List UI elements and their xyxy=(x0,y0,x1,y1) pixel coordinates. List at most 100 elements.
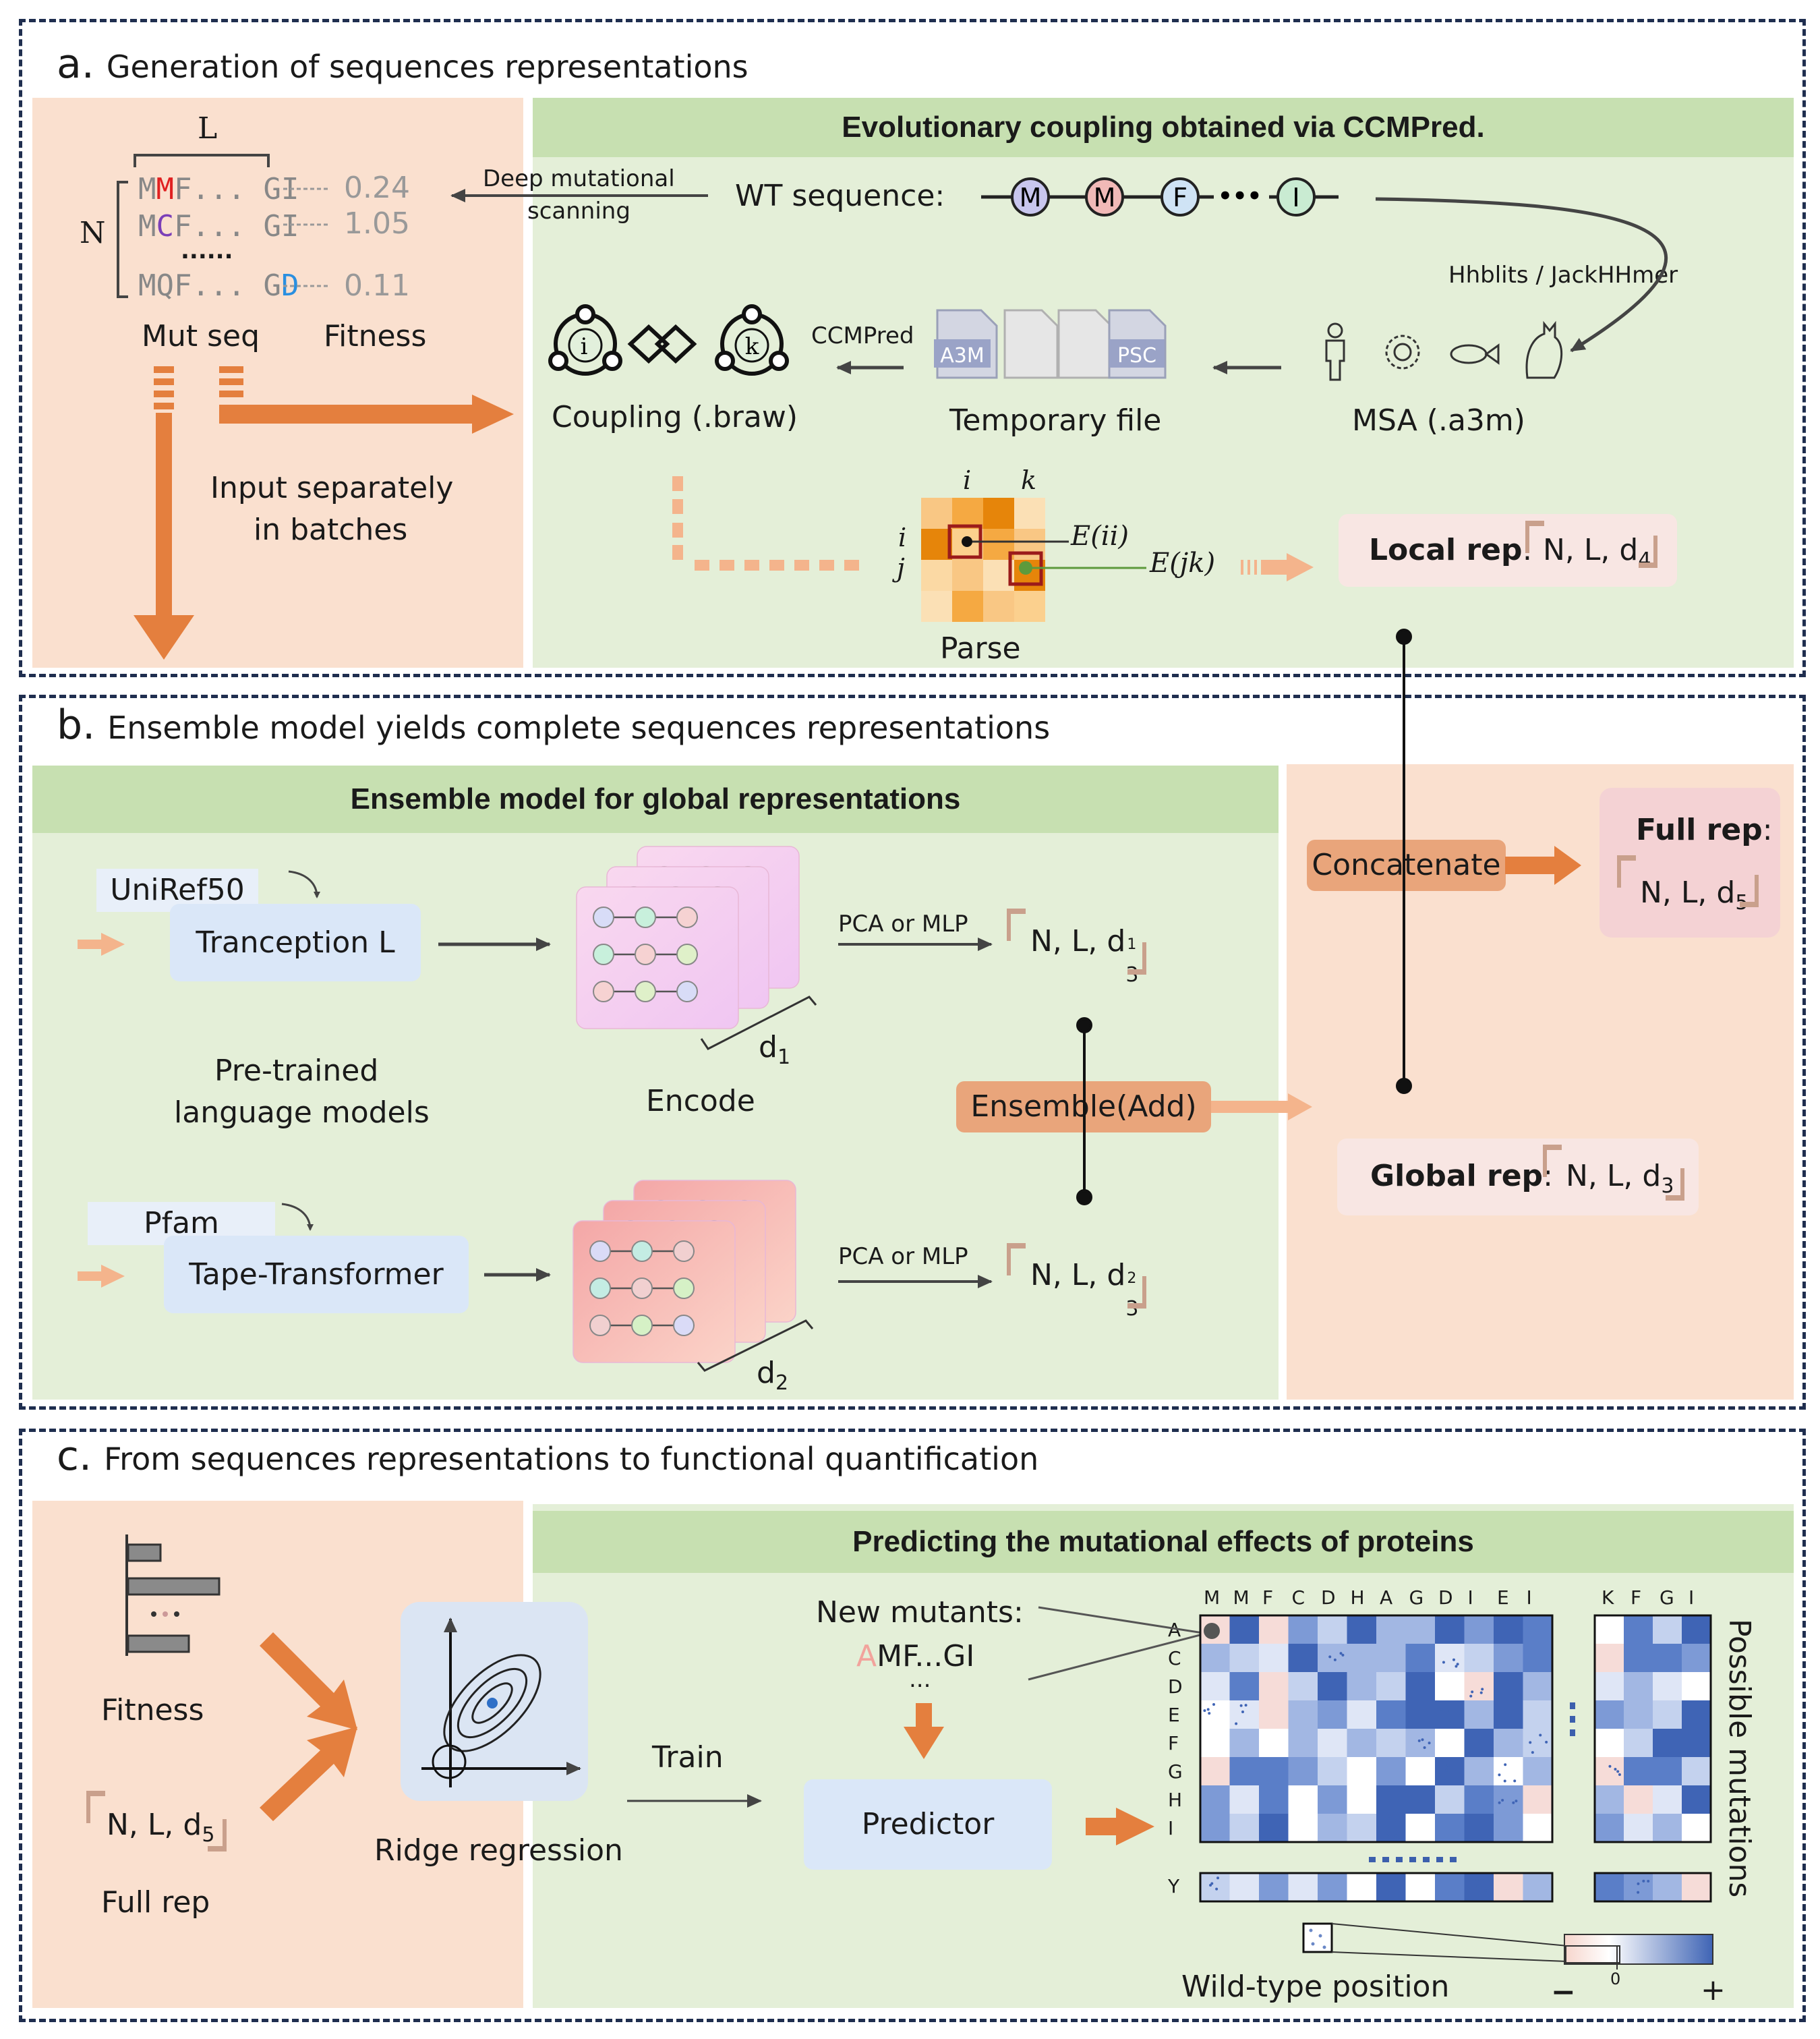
scale-plus: + xyxy=(1701,1973,1726,2007)
heatmap-cell xyxy=(1405,1615,1435,1644)
train-label: Train xyxy=(652,1740,724,1775)
bracket-corner xyxy=(1127,942,1146,975)
fitness-value-1: 0.24 xyxy=(344,171,410,205)
heatmap-cell xyxy=(1347,1700,1376,1729)
heatmap-cell xyxy=(1624,1785,1653,1814)
heatmap-cell xyxy=(1523,1785,1552,1814)
wt-node-m2-label: M xyxy=(1094,183,1116,212)
heatmap-cell xyxy=(1595,1757,1624,1785)
heatmap-cell xyxy=(1376,1785,1406,1814)
wt-sequence-label: WT sequence: xyxy=(735,179,945,213)
heatmap-cell xyxy=(1405,1700,1435,1729)
ensemble-to-global-arrow xyxy=(1211,1093,1312,1120)
length-label: L xyxy=(198,111,218,146)
heatmap-cell xyxy=(1494,1785,1523,1814)
encoding-node xyxy=(593,981,614,1002)
wild-type-dot xyxy=(1445,1769,1448,1772)
mutant-to-predictor-arrow xyxy=(904,1703,944,1759)
heatmap-gap-dots xyxy=(1369,1702,1575,1862)
panel-a-header: Evolutionary coupling obtained via CCMPr… xyxy=(533,98,1794,157)
bracket-corner xyxy=(1525,521,1544,553)
heatmap-cell xyxy=(1624,1729,1653,1757)
coupling-icon xyxy=(548,304,789,376)
dimension-bracket-icons xyxy=(86,521,1759,1851)
heatmap-cell xyxy=(1347,1729,1376,1757)
parse-cell xyxy=(921,591,952,622)
ridge-regression-label: Ridge regression xyxy=(374,1833,623,1868)
pca-label-1: PCA or MLP xyxy=(838,911,968,938)
wt-node-m1-label: M xyxy=(1020,183,1042,212)
heatmap-cell xyxy=(1624,1672,1653,1700)
heatmap-cell xyxy=(1653,1615,1682,1644)
heatmap-col-label: I xyxy=(1526,1586,1532,1609)
heatmap-cell xyxy=(1259,1814,1289,1842)
input-arrow-tranception xyxy=(78,933,125,956)
encoding-node xyxy=(631,1240,653,1262)
wild-type-dot xyxy=(1637,1882,1640,1885)
heatmap-cell xyxy=(1259,1729,1289,1757)
wt-node-f xyxy=(1161,177,1200,217)
wild-type-dot xyxy=(1446,1709,1449,1713)
wild-type-dot xyxy=(1209,1884,1212,1887)
parse-cell xyxy=(921,529,952,560)
heatmap-cell xyxy=(1435,1785,1465,1814)
wild-type-dot xyxy=(1421,1738,1424,1742)
heatmap-cell xyxy=(1653,1644,1682,1672)
psc-file-icon xyxy=(1108,309,1167,379)
heatmap-cell xyxy=(1464,1615,1494,1644)
predictor-box: Predictor xyxy=(804,1779,1052,1870)
heatmap-cell xyxy=(1288,1757,1318,1785)
parse-col-k: k xyxy=(1021,465,1037,495)
heatmap-cell xyxy=(1682,1729,1711,1757)
heatmap-cell xyxy=(1464,1785,1494,1814)
heatmap-cell xyxy=(1494,1814,1523,1842)
heatmap-cell xyxy=(1523,1757,1552,1785)
heatmap-y-row xyxy=(1199,1872,1554,1903)
heatmap-cell xyxy=(1318,1785,1347,1814)
bracket-corner xyxy=(1639,536,1657,568)
heatmap-row-label: D xyxy=(1168,1675,1183,1698)
d1-label: d1 xyxy=(759,1030,791,1069)
heatmap-cell xyxy=(1464,1814,1494,1842)
encoding-node xyxy=(593,907,614,928)
heatmap-cell xyxy=(1523,1814,1552,1842)
input-batches-line-2: in batches xyxy=(254,513,408,547)
new-mutants-label: New mutants: xyxy=(816,1595,1024,1630)
parse-cell xyxy=(1014,591,1045,622)
heatmap-cell xyxy=(1318,1757,1347,1785)
panel-c xyxy=(19,1429,1806,2022)
wild-type-dot xyxy=(1428,1742,1431,1745)
heatmap-cell xyxy=(1405,1785,1435,1814)
mutation-heatmap-right xyxy=(1593,1614,1712,1843)
heatmap-cell xyxy=(1229,1700,1259,1729)
wild-type-dot xyxy=(1614,1768,1617,1771)
heatmap-cell xyxy=(1200,1814,1230,1842)
bracket-corner xyxy=(86,1791,105,1823)
wild-type-legend xyxy=(1302,1922,1568,1962)
heatmap-cell xyxy=(1318,1729,1347,1757)
heatmap-cell xyxy=(1494,1700,1523,1729)
encoding-node xyxy=(631,1277,653,1299)
mut-seq-label: Mut seq xyxy=(142,319,260,353)
wild-type-dot xyxy=(1539,1733,1542,1737)
heatmap-row-label: I xyxy=(1168,1817,1174,1839)
coupling-node-i: i xyxy=(581,333,588,360)
heatmap-cell xyxy=(1347,1615,1376,1644)
heatmap-cell xyxy=(1259,1757,1289,1785)
heatmap-cell xyxy=(1595,1814,1624,1842)
new-mutant-sequence: AMF...GI xyxy=(856,1639,975,1673)
heatmap-cell xyxy=(1435,1873,1465,1901)
scale-zero: 0 xyxy=(1610,1970,1621,1988)
heatmap-cell xyxy=(1624,1814,1653,1842)
input-arrow-tape xyxy=(78,1265,125,1288)
heatmap-col-label: F xyxy=(1262,1586,1274,1609)
heatmap-cell xyxy=(1523,1644,1552,1672)
heatmap-cell xyxy=(1259,1644,1289,1672)
pretrained-line-2: language models xyxy=(174,1095,430,1130)
fullrep-to-ridge-arrow xyxy=(260,1727,357,1821)
mut-row-ellipsis: ...... xyxy=(181,237,233,264)
heatmap-col-label: K xyxy=(1602,1586,1614,1609)
wild-type-dot xyxy=(1394,1834,1397,1837)
heatmap-cell xyxy=(1200,1757,1230,1785)
